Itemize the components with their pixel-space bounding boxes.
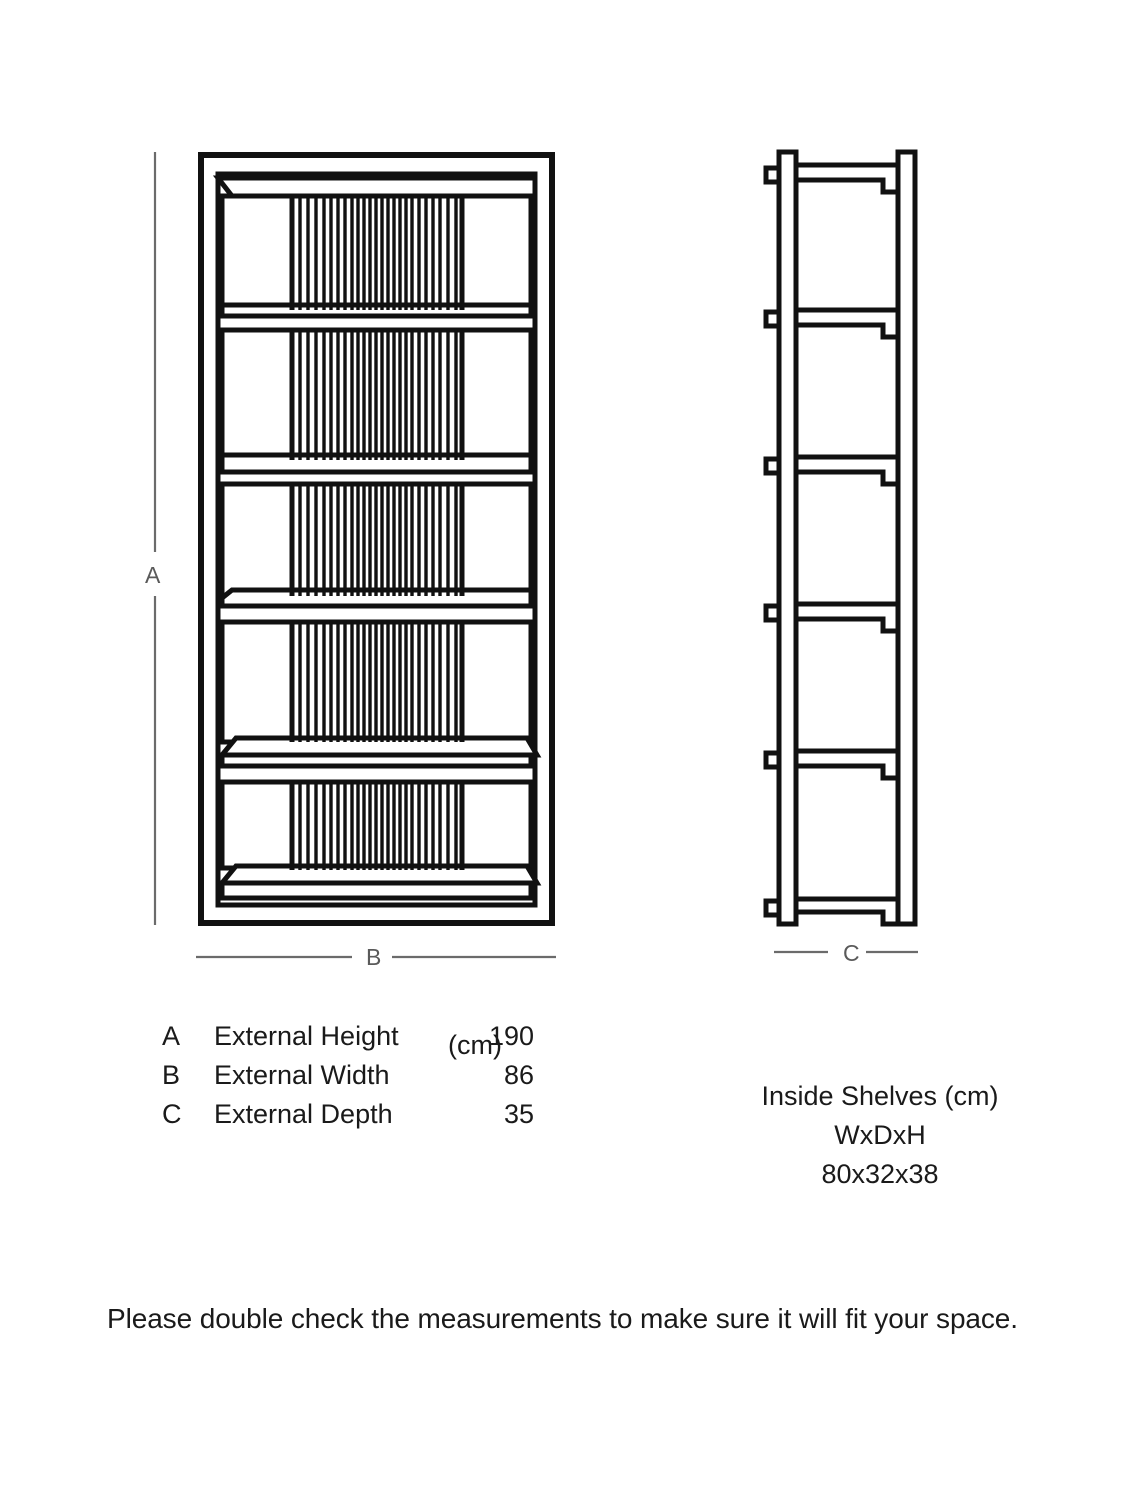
table-row: B External Width 86: [162, 1059, 534, 1098]
slat-field-bay-4: [298, 622, 458, 742]
spec-key: C: [162, 1098, 182, 1129]
spec-name: External Height: [214, 1021, 399, 1051]
slat-field-bay-1: [298, 196, 458, 310]
table-row: C External Depth 35: [162, 1098, 534, 1137]
slat-field-bay-2: [298, 330, 458, 460]
drawings-area: A B C: [145, 149, 918, 970]
side-left-rail: [776, 149, 799, 927]
side-shelves: [796, 162, 898, 927]
spec-key: B: [162, 1059, 181, 1090]
unit-header: (cm): [448, 1030, 502, 1060]
spec-value: 190: [488, 1021, 534, 1051]
spec-value: 86: [503, 1059, 534, 1090]
inside-shelves-block: Inside Shelves (cm) WxDxH 80x32x38: [660, 1080, 1100, 1197]
front-inner-frame: [215, 171, 538, 908]
dimension-label-c: C: [843, 940, 861, 966]
dimension-label-a: A: [145, 562, 161, 588]
external-dimensions-table: A External Height 190 B External Width 8…: [162, 1020, 582, 1137]
inside-shelves-title: Inside Shelves (cm): [761, 1081, 999, 1111]
dimension-label-b: B: [366, 944, 382, 970]
spec-name: External Depth: [214, 1098, 393, 1129]
inside-shelves-axes: WxDxH: [834, 1119, 926, 1150]
spec-key: A: [162, 1021, 181, 1051]
slat-field-bay-5: [298, 782, 458, 870]
front-outer-frame: [198, 152, 555, 926]
front-view-drawing: [198, 152, 555, 926]
spec-name: External Width: [214, 1059, 390, 1090]
slat-field-bay-3: [298, 484, 458, 596]
table-row: A External Height 190: [162, 1020, 534, 1059]
inside-shelves-value: 80x32x38: [821, 1158, 939, 1189]
shelf-bay-5: [216, 779, 542, 901]
footer-note: Please double check the measurements to …: [107, 1303, 1018, 1334]
side-view-drawing: [763, 149, 918, 927]
side-mount-tabs: [763, 165, 782, 918]
side-right-rail: [895, 149, 918, 927]
shelf-bay-4: [216, 619, 542, 769]
spec-value: 35: [503, 1098, 534, 1129]
technical-drawing-svg: [153, 149, 918, 959]
front-slat-fields: [298, 196, 458, 870]
